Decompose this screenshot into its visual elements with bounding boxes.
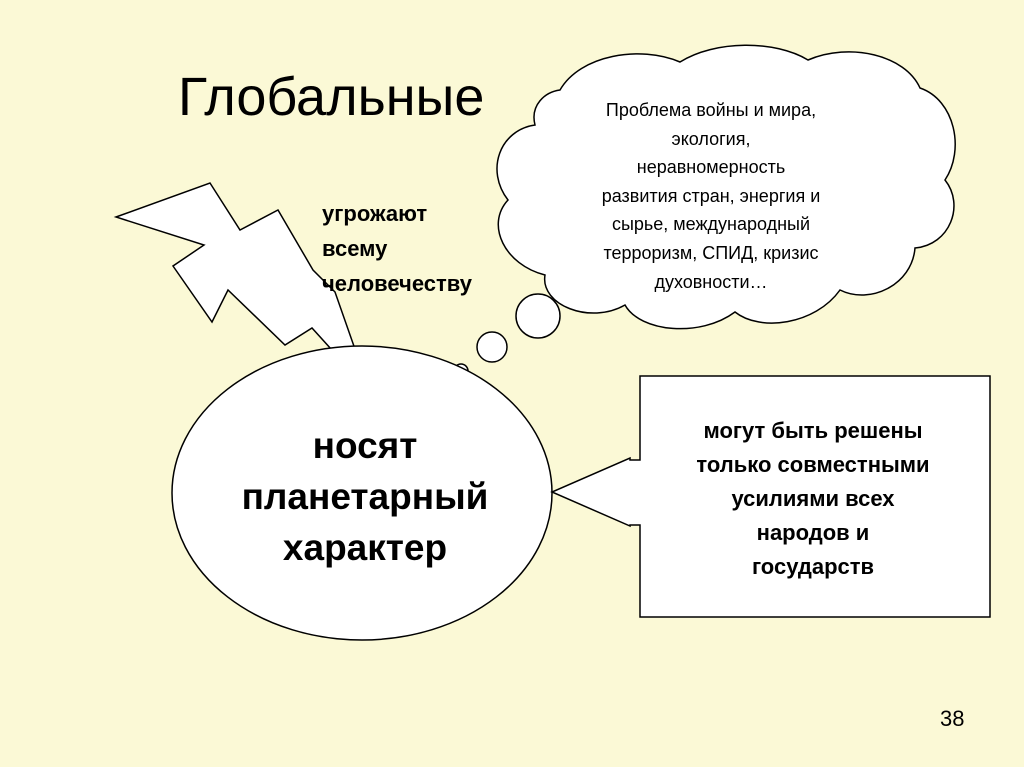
page-number: 38 — [940, 706, 965, 731]
slide-title: Глобальные — [178, 67, 485, 127]
arrow-callout-text: могут быть решены только совместными уси… — [648, 414, 978, 584]
cloud-line: экология, — [671, 128, 751, 149]
threat-label: угрожают всему человечеству — [322, 196, 472, 301]
ellipse-line: планетарный — [241, 476, 489, 517]
cloud-line: сырье, международный — [611, 214, 811, 235]
cloud-text: Проблема войны и мира, экология, неравно… — [548, 96, 874, 296]
cloud-line: неравномерность — [636, 157, 786, 178]
threat-line: всему — [322, 236, 388, 261]
callout-line: народов и — [756, 520, 870, 545]
callout-line: государств — [751, 554, 875, 579]
ellipse-text: носят планетарный характер — [185, 420, 545, 573]
cloud-line: духовности… — [654, 271, 768, 292]
central-ellipse — [171, 345, 553, 641]
arrow-callout-shape — [550, 375, 991, 618]
ellipse-line: носят — [312, 425, 418, 466]
ellipse-line: характер — [282, 527, 448, 568]
callout-line: только совместными — [696, 452, 930, 477]
cloud-line: развития стран, энергия и — [601, 185, 821, 206]
threat-line: угрожают — [322, 201, 428, 226]
thought-cloud — [453, 44, 956, 379]
cloud-line: терроризм, СПИД, кризис — [603, 242, 819, 263]
callout-line: могут быть решены — [703, 418, 923, 443]
callout-line: усилиями всех — [731, 486, 895, 511]
cloud-line: Проблема войны и мира, — [605, 100, 817, 120]
threat-line: человечеству — [322, 271, 472, 296]
